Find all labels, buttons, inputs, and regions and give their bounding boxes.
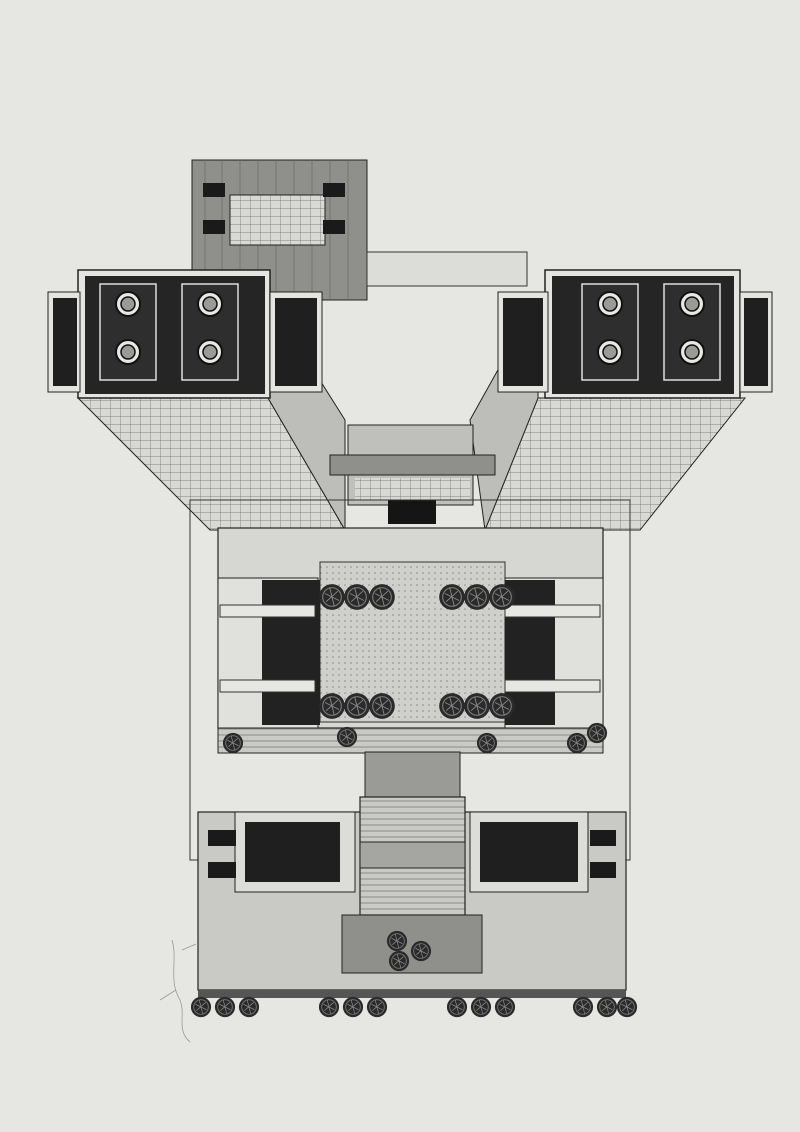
tree-icon	[318, 692, 346, 720]
tree-icon	[470, 996, 492, 1018]
tree-icon	[438, 692, 466, 720]
tree-icon	[343, 692, 371, 720]
tree-icon	[488, 583, 516, 611]
skylight-icon	[197, 339, 223, 365]
skylight-icon	[597, 339, 623, 365]
tree-icon	[386, 930, 408, 952]
left-tower	[47, 269, 346, 532]
tree-icon	[596, 996, 618, 1018]
tree-icon	[368, 583, 396, 611]
front-pavilion	[197, 751, 627, 998]
tree-icon	[238, 996, 260, 1018]
skylight-icon	[679, 291, 705, 317]
tree-icon	[410, 940, 432, 962]
skylight-icon	[597, 291, 623, 317]
tree-icon	[438, 583, 466, 611]
tree-icon	[318, 583, 346, 611]
tree-icon	[318, 996, 340, 1018]
central-courtyard	[217, 527, 604, 754]
tree-icon	[572, 996, 594, 1018]
tree-icon	[336, 726, 358, 748]
tree-icon	[342, 996, 364, 1018]
skylight-icon	[197, 291, 223, 317]
tree-icon	[566, 732, 588, 754]
tree-icon	[368, 692, 396, 720]
tree-icon	[616, 996, 638, 1018]
skylight-icon	[115, 339, 141, 365]
tree-icon	[476, 732, 498, 754]
tree-icon	[222, 732, 244, 754]
skylight-icon	[115, 291, 141, 317]
tree-icon	[388, 950, 410, 972]
tree-icon	[366, 996, 388, 1018]
tree-icon	[494, 996, 516, 1018]
tree-icon	[343, 583, 371, 611]
rear-annex	[191, 159, 528, 301]
right-tower	[469, 269, 773, 532]
tree-icon	[488, 692, 516, 720]
tree-icon	[214, 996, 236, 1018]
pencil-sketch	[159, 939, 197, 1043]
tree-icon	[190, 996, 212, 1018]
tree-icon	[446, 996, 468, 1018]
tree-icon	[586, 722, 608, 744]
tree-icon	[463, 692, 491, 720]
tree-icon	[463, 583, 491, 611]
skylight-icon	[679, 339, 705, 365]
central-connector	[329, 424, 496, 524]
